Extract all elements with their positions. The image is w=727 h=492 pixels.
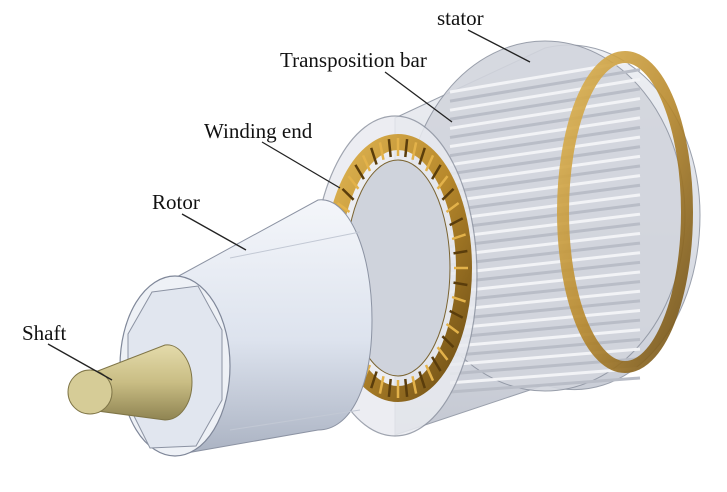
winding-coil	[361, 154, 372, 172]
leader-line-transposition-bar	[384, 71, 453, 123]
winding-coil	[411, 142, 418, 161]
winding-coil	[431, 356, 442, 372]
transposition-bar	[449, 337, 641, 358]
winding-coil	[441, 188, 455, 201]
transposition-bar	[449, 222, 641, 249]
winding-coil	[341, 188, 355, 201]
winding-coil	[451, 233, 467, 241]
winding-coil	[424, 364, 435, 382]
transposition-bar	[449, 328, 641, 349]
transposition-bar	[449, 318, 641, 339]
label-rotor: Rotor	[152, 190, 200, 214]
transposition-bar	[449, 154, 641, 185]
transposition-bar	[449, 116, 641, 149]
winding-coil	[387, 378, 392, 398]
label-winding-end: Winding end	[204, 119, 313, 143]
transposition-bar	[449, 106, 641, 139]
transposition-bar	[449, 212, 641, 239]
winding-coil	[424, 154, 435, 172]
winding-coil	[404, 378, 409, 398]
transposition-bar	[449, 87, 641, 121]
transposition-bar	[449, 97, 641, 130]
winding-coil	[354, 164, 365, 180]
winding-coil	[441, 335, 455, 348]
transposition-bar	[449, 193, 641, 221]
transposition-bar	[449, 164, 641, 194]
winding-coil	[404, 138, 409, 158]
winding-coil	[436, 175, 449, 190]
leader-line-winding-end	[261, 141, 341, 189]
transposition-bar	[449, 366, 641, 385]
leader-line-rotor	[181, 213, 247, 251]
label-shaft: Shaft	[22, 321, 67, 345]
transposition-bar	[449, 347, 641, 367]
transposition-bar	[449, 376, 641, 394]
winding-coil	[451, 295, 467, 303]
transposition-bar	[449, 270, 641, 294]
winding-coil	[336, 201, 351, 214]
transposition-bar	[449, 280, 641, 303]
transposition-bar	[449, 203, 641, 230]
leader-line-stator	[467, 29, 531, 63]
label-stator: stator	[437, 6, 484, 30]
winding-coil	[387, 138, 392, 158]
winding-coil	[370, 147, 378, 165]
transposition-bar	[449, 125, 641, 158]
transposition-bar	[449, 145, 641, 176]
winding-coil	[445, 322, 460, 335]
transposition-bar	[449, 241, 641, 267]
winding-coil	[445, 201, 460, 214]
transposition-bar	[449, 231, 641, 258]
transposition-bar	[449, 260, 641, 285]
winding-coil	[436, 346, 449, 361]
transposition-bar	[449, 174, 641, 203]
winding-coil	[418, 147, 426, 165]
winding-coil	[449, 217, 464, 227]
transposition-bar	[449, 289, 641, 312]
transposition-bar	[449, 251, 641, 276]
transposition-bars	[449, 58, 641, 394]
winding-coil	[449, 309, 464, 319]
label-transposition-bar: Transposition bar	[280, 48, 427, 72]
winding-coil	[453, 249, 468, 255]
winding-coil	[453, 281, 468, 287]
stator	[312, 40, 701, 437]
transposition-bar	[449, 299, 641, 321]
transposition-bar	[449, 183, 641, 212]
winding-coil	[347, 175, 360, 190]
transposition-bar	[449, 77, 641, 112]
transposition-bar	[449, 68, 641, 103]
winding-coil	[411, 375, 418, 394]
shaft	[67, 344, 193, 421]
winding-coil	[418, 371, 426, 389]
winding-coil	[378, 142, 385, 161]
leader-line-shaft	[47, 343, 113, 381]
winding-coil	[431, 164, 442, 180]
winding-coil	[378, 375, 385, 394]
transposition-bar	[449, 309, 641, 330]
winding-coil	[370, 371, 378, 389]
transposition-bar	[449, 135, 641, 167]
